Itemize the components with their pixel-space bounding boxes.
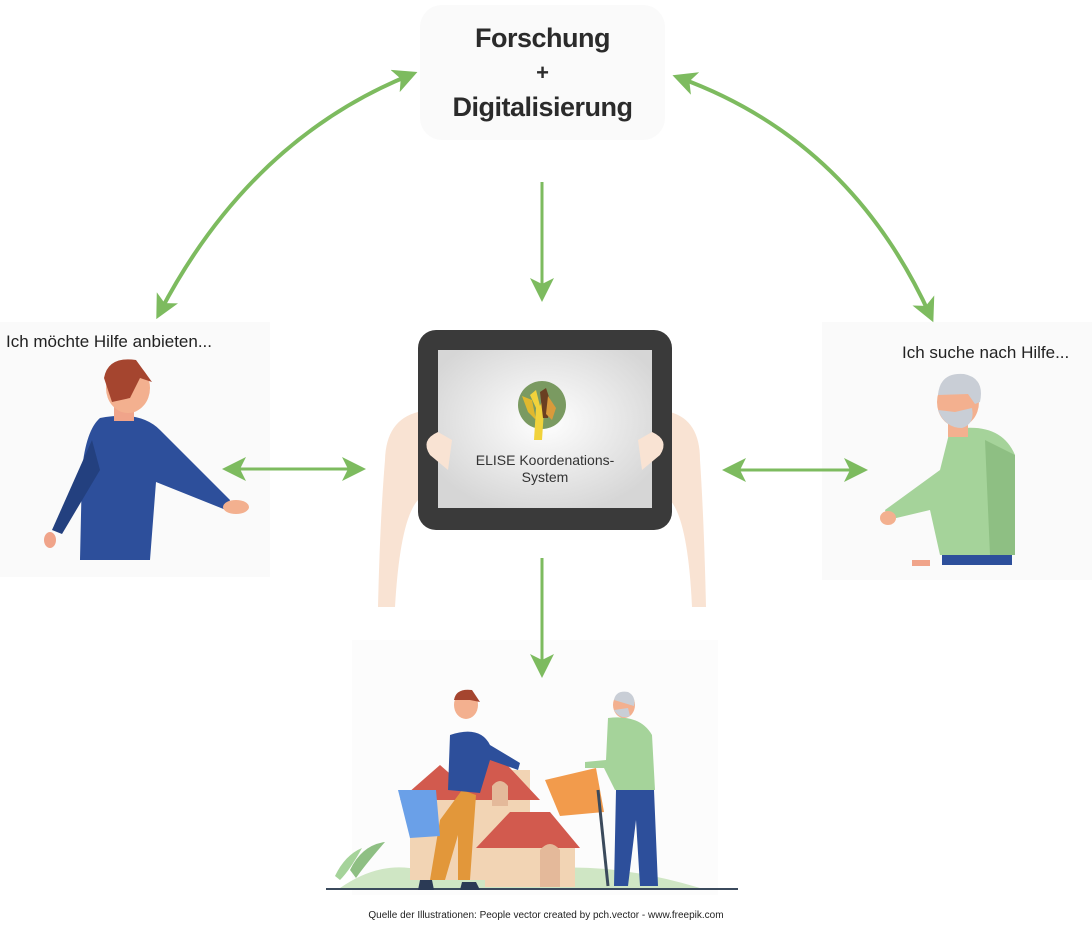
helping-scene-illustration (326, 690, 738, 890)
senior-person-illustration (880, 374, 1015, 566)
helper-person-illustration (44, 359, 249, 560)
tablet-title-line1: ELISE Koordenations- (438, 452, 652, 469)
tablet-title: ELISE Koordenations- System (438, 452, 652, 486)
arrow-left-curve (160, 75, 410, 312)
tablet-title-line2: System (438, 469, 652, 486)
arrow-right-curve (680, 78, 930, 315)
illustration-source-note: Quelle der Illustrationen: People vector… (0, 910, 1092, 921)
